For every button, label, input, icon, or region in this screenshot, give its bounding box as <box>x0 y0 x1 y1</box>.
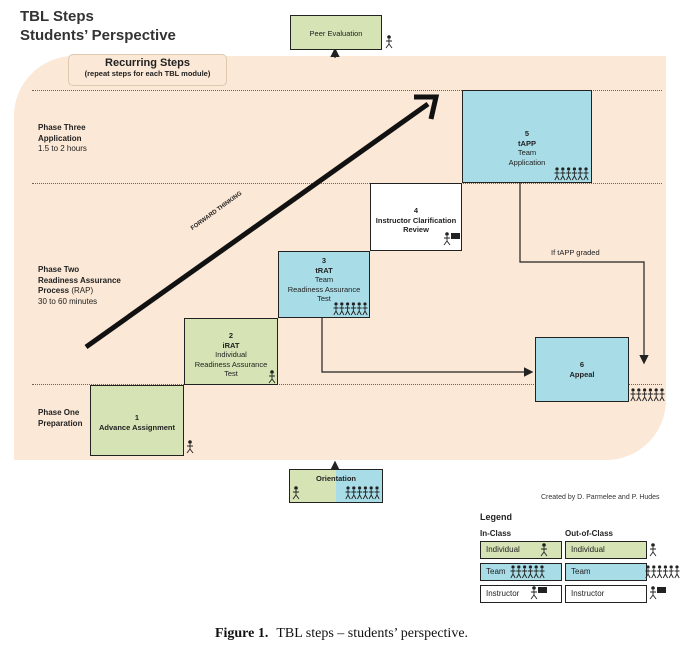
diagram-subtitle: Students’ Perspective <box>20 27 176 44</box>
step-5-number: 5 <box>524 129 530 138</box>
step-4-line1: Instructor Clarification <box>375 215 457 225</box>
step-3-line3: Test <box>317 294 331 303</box>
phase-one-name: Phase One <box>38 408 80 417</box>
team-icon <box>510 565 545 579</box>
phase-one-sub: Preparation <box>38 418 83 428</box>
step-3-line1: Team <box>314 275 334 284</box>
step-5-line1: Team <box>517 148 537 157</box>
individual-icon <box>292 486 300 500</box>
phase-two-sub2-suffix: (RAP) <box>69 286 94 295</box>
step-2-line3: Test <box>224 369 238 378</box>
team-icon <box>333 302 368 316</box>
step-6-label: Appeal <box>569 369 595 379</box>
individual-icon <box>268 370 276 384</box>
legend-title: Legend <box>480 512 513 522</box>
legend-out-class-instructor: Instructor <box>565 585 647 603</box>
legend-individual-label: Individual <box>571 545 605 554</box>
legend-out-class-team: Team <box>565 563 647 581</box>
step-4-number: 4 <box>413 206 419 215</box>
phase-two-sub1: Readiness Assurance <box>38 275 121 285</box>
team-icon <box>630 388 665 402</box>
legend-in-class-individual: Individual <box>480 541 562 559</box>
phase-divider-top <box>32 90 662 91</box>
orientation-box: Orientation <box>289 469 383 503</box>
step-2-irat: 2 iRAT Individual Readiness Assurance Te… <box>184 318 278 385</box>
step-1-number: 1 <box>134 413 140 422</box>
legend-instructor-label: Instructor <box>486 589 520 598</box>
phase-two-label: Phase Two Readiness Assurance Process (R… <box>38 265 121 307</box>
legend-instructor-label: Instructor <box>571 589 605 598</box>
legend-out-of-class-heading: Out-of-Class <box>565 529 613 538</box>
step-2-number: 2 <box>228 331 234 340</box>
credit-line: Created by D. Parmelee and P. Hudes <box>541 494 660 501</box>
step-2-abbr: iRAT <box>222 340 240 350</box>
individual-icon <box>385 35 393 49</box>
step-2-line2: Readiness Assurance <box>194 359 268 369</box>
phase-two-sub2: Process <box>38 286 70 295</box>
step-5-abbr: tAPP <box>518 138 536 148</box>
step-3-abbr: tRAT <box>315 265 333 275</box>
step-3-trat: 3 tRAT Team Readiness Assurance Test <box>278 251 370 318</box>
step-1-label: Advance Assignment <box>99 422 175 432</box>
tapp-to-appeal-connector <box>519 182 649 365</box>
peer-evaluation-box: Peer Evaluation <box>290 15 382 50</box>
trat-to-appeal-connector <box>321 318 534 377</box>
step-4-instructor-clarification: 4 Instructor Clarification Review <box>370 183 462 251</box>
step-4-line2: Review <box>403 225 429 234</box>
tapp-graded-label: If tAPP graded <box>548 248 603 257</box>
team-icon <box>554 167 589 181</box>
recurring-steps-title: Recurring Steps <box>105 57 190 69</box>
figure-caption-text: TBL steps – students’ perspective. <box>276 626 469 641</box>
recurring-steps-box: Recurring Steps (repeat steps for each T… <box>68 54 227 86</box>
legend-out-class-individual: Individual <box>565 541 647 559</box>
legend-team-label: Team <box>486 567 506 576</box>
phase-divider-bottom <box>32 384 662 385</box>
figure-caption: Figure 1. TBL steps – students’ perspecti… <box>0 626 683 642</box>
legend-in-class-instructor: Instructor <box>480 585 562 603</box>
team-icon <box>645 565 680 579</box>
step-1-advance-assignment: 1 Advance Assignment <box>90 385 184 456</box>
phase-two-time: 30 to 60 minutes <box>38 296 98 306</box>
team-icon <box>345 486 380 500</box>
step-6-appeal: 6 Appeal <box>535 337 629 402</box>
legend-in-class-heading: In-Class <box>480 529 512 538</box>
phase-one-label: Phase One Preparation <box>38 408 82 429</box>
individual-icon <box>649 543 657 557</box>
recurring-steps-note: (repeat steps for each TBL module) <box>84 69 211 78</box>
step-5-tapp: 5 tAPP Team Application <box>462 90 592 183</box>
phase-three-sub: Application <box>38 133 82 143</box>
phase-three-name: Phase Three <box>38 123 86 132</box>
peer-evaluation-label: Peer Evaluation <box>309 29 363 38</box>
individual-icon <box>540 543 548 557</box>
legend-individual-label: Individual <box>486 545 520 554</box>
step-6-number: 6 <box>579 360 585 369</box>
step-3-number: 3 <box>321 256 327 265</box>
phase-three-time: 1.5 to 2 hours <box>38 144 87 153</box>
orientation-label: Orientation <box>315 474 356 483</box>
diagram-title: TBL Steps <box>20 8 94 25</box>
phase-two-name: Phase Two <box>38 265 80 274</box>
instructor-icon <box>530 586 547 600</box>
legend-team-label: Team <box>571 567 591 576</box>
instructor-icon <box>443 232 460 246</box>
forward-thinking-arrow <box>84 94 440 350</box>
step-2-line1: Individual <box>215 350 247 359</box>
step-3-line2: Readiness Assurance <box>287 284 361 294</box>
phase-divider-middle <box>32 183 662 184</box>
phase-three-label: Phase Three Application 1.5 to 2 hours <box>38 123 87 155</box>
step-5-line2: Application <box>508 157 546 167</box>
figure-caption-label: Figure 1. <box>214 626 269 641</box>
individual-icon <box>186 440 194 454</box>
instructor-icon <box>649 586 666 600</box>
